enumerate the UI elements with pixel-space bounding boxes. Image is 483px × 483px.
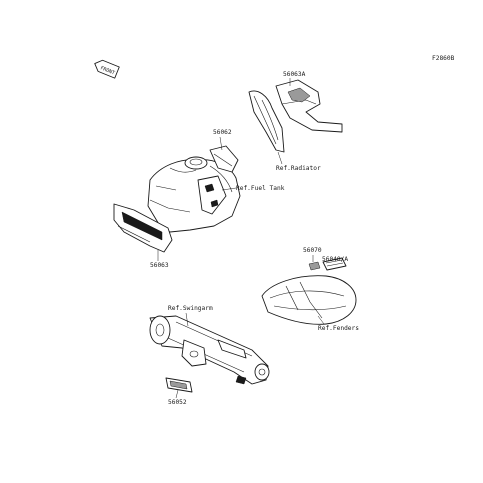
label-ref-swingarm: Ref.Swingarm (168, 305, 213, 312)
label-56040a: 56040/A (322, 256, 348, 263)
label-sticker-56040a (322, 257, 347, 271)
side-shroud-decal (113, 203, 173, 253)
label-ref-fuel-tank: Ref.Fuel Tank (236, 185, 285, 192)
figure-code: F2860B (432, 55, 455, 62)
label-sticker-56070 (308, 261, 321, 271)
swingarm (149, 315, 270, 385)
rear-fender (261, 275, 357, 325)
label-56052: 56052 (168, 399, 187, 406)
label-56063: 56063 (150, 262, 169, 269)
label-ref-radiator: Ref.Radiator (276, 165, 321, 172)
label-56070: 56070 (303, 247, 322, 254)
front-badge-text: FRONT (99, 65, 115, 76)
swingarm-decal-56052 (165, 377, 193, 393)
front-arrow-icon: FRONT (94, 59, 120, 79)
label-ref-fenders: Ref.Fenders (318, 325, 359, 332)
radiator-shroud-decal (248, 79, 343, 153)
label-56062: 56062 (213, 129, 232, 136)
fuel-tank (147, 145, 241, 233)
label-56063A: 56063A (283, 71, 306, 78)
